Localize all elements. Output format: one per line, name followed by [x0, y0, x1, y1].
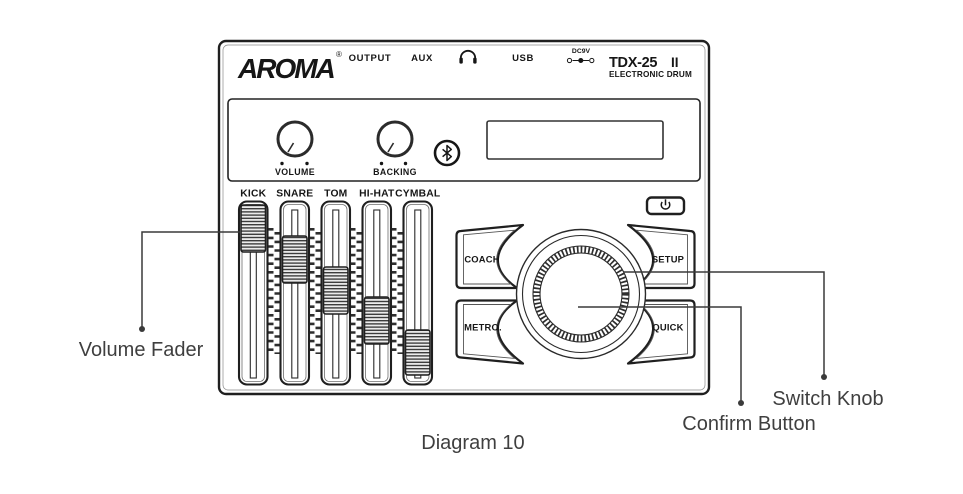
knurl-ring [533, 246, 629, 342]
power-icon [660, 199, 671, 210]
switch-knob-callout-label: Switch Knob [772, 388, 883, 410]
bluetooth-icon [433, 139, 461, 167]
setup-button-label: SETUP [652, 254, 684, 265]
quick-button-label: QUICK [652, 322, 683, 333]
confirm-button-callout-label: Confirm Button [682, 413, 815, 435]
fader-label-snare: SNARE [276, 189, 313, 200]
fader-label-kick: KICK [240, 189, 266, 200]
diagram-caption: Diagram 10 [421, 432, 524, 454]
fader-cymbal [402, 200, 434, 386]
fader-snare [279, 200, 311, 386]
fader-hihat [361, 200, 393, 386]
fader-label-tom: TOM [324, 189, 347, 200]
model-subtitle: ELECTRONIC DRUM [609, 70, 692, 79]
callout-dot-confirm-button [738, 400, 744, 406]
fader-kick [237, 200, 269, 386]
fader-tom-handle [322, 266, 349, 315]
backing-knob-pointer [387, 142, 395, 153]
callout-dot-switch-knob [821, 374, 827, 380]
callout-line-confirm-button [578, 306, 742, 401]
callout-line-volume-fader [141, 231, 240, 327]
volume-knob-pointer [287, 142, 295, 153]
dc-connector-icon [566, 57, 595, 64]
fader-label-hihat: HI-HAT [359, 189, 395, 200]
model-numeral: II [671, 55, 679, 70]
volume-knob [276, 120, 314, 166]
fader-snare-handle [281, 235, 308, 284]
volume-fader-callout-label: Volume Fader [79, 339, 204, 361]
switch-knob [515, 228, 647, 360]
lcd-display [486, 120, 664, 160]
fader-kick-handle [240, 204, 267, 253]
port-label-output: OUTPUT [349, 53, 392, 64]
metro-button [455, 299, 525, 365]
headphone-icon [459, 49, 477, 64]
coach-button [455, 223, 525, 290]
coach-button-label: COACH [464, 254, 499, 265]
fader-label-cymbal: CYMBAL [395, 189, 440, 200]
registered-mark-icon: ® [336, 50, 342, 59]
backing-knob-label: BACKING [373, 167, 417, 177]
fader-hihat-handle [363, 296, 390, 345]
backing-knob [376, 120, 414, 166]
port-label-aux: AUX [411, 53, 433, 64]
callout-line-switch-knob [624, 271, 825, 375]
callouts [141, 231, 825, 401]
volume-knob-label: VOLUME [275, 167, 315, 177]
port-label-usb: USB [512, 53, 534, 64]
fader-tick-scales [266, 228, 405, 354]
brand-logo: AROMA [237, 53, 335, 84]
model-name: TDX-25 [609, 55, 657, 71]
device-inner-outline [222, 44, 706, 391]
power-button [645, 196, 686, 216]
dc9v-label: DC9V [572, 48, 591, 55]
fader-tom [320, 200, 352, 386]
callout-dot-volume-fader [139, 326, 145, 332]
metro-button-label: METRO. [464, 322, 502, 333]
device-panel: AROMA ® OUTPUT AUX USB DC9V TDX-25 II EL… [217, 39, 711, 396]
control-strip [227, 98, 701, 182]
fader-cymbal-handle [404, 329, 431, 376]
